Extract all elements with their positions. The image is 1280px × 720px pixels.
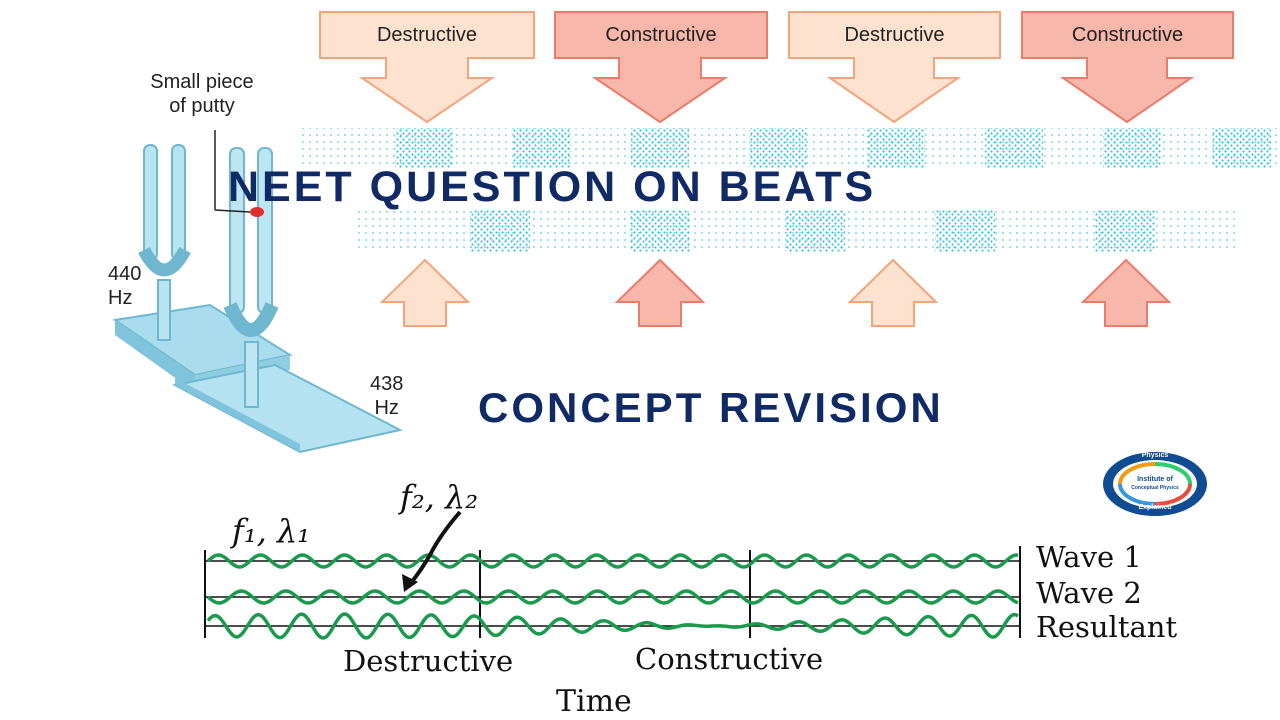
- wave-1-curve: [206, 553, 1019, 569]
- logo-emblem: [1103, 452, 1207, 516]
- logo-bottom-text: Explained: [1138, 504, 1172, 511]
- fork2-frequency: 438 Hz: [370, 372, 403, 420]
- resultant-label: Resultant: [1036, 610, 1178, 644]
- resultant-curve: [206, 612, 1019, 640]
- logo-top-text: Physics: [1141, 452, 1169, 459]
- compression-zone: [749, 128, 807, 168]
- putty-label: Small piece of putty: [132, 70, 272, 118]
- time-axis-label: Time: [556, 684, 632, 719]
- logo-center-line2: Conceptual Physics: [1131, 485, 1179, 491]
- fork1-freq-value: 440: [108, 263, 142, 285]
- institute-logo: Physics Institute of Conceptual Physics …: [1100, 450, 1210, 518]
- destructive-arrow: [788, 11, 1001, 124]
- logo-center-line1: Institute of: [1137, 476, 1173, 483]
- constructive-label: Constructive: [635, 642, 824, 676]
- compression-zone: [935, 210, 995, 252]
- compression-zone: [631, 128, 689, 168]
- f1-lambda1-label: f₁, λ₁: [232, 512, 311, 550]
- fork2-freq-unit: Hz: [374, 397, 399, 419]
- wave-2-curve: [206, 589, 1019, 605]
- destructive-label: Destructive: [343, 644, 514, 678]
- fork1-frequency: 440 Hz: [108, 262, 141, 310]
- wave-2-label: Wave 2: [1036, 576, 1142, 610]
- logo-center-text: Institute of Conceptual Physics: [1120, 476, 1190, 492]
- putty-blob: [250, 207, 264, 217]
- tuning-forks-illustration: [112, 130, 403, 454]
- headline-subtitle: CONCEPT REVISION: [478, 384, 944, 431]
- compression-zone: [1213, 128, 1271, 168]
- fork2-freq-value: 438: [370, 373, 404, 395]
- compression-zone: [1095, 210, 1155, 252]
- destructive-up-arrow: [379, 258, 471, 327]
- compression-zone: [1103, 128, 1161, 168]
- putty-label-line2: of putty: [169, 95, 235, 117]
- headline-title: NEET QUESTION ON BEATS: [228, 163, 877, 211]
- f2-lambda2-label: f₂, λ₂: [400, 478, 479, 516]
- arrow-label-3: Destructive: [844, 24, 945, 46]
- constructive-arrow: [1021, 11, 1234, 124]
- constructive-up-arrow: [1080, 258, 1172, 327]
- compression-zone: [785, 210, 845, 252]
- compression-zone: [867, 128, 925, 168]
- fork1-freq-unit: Hz: [108, 287, 133, 309]
- compression-zone: [985, 128, 1043, 168]
- wave-1-label: Wave 1: [1036, 540, 1142, 574]
- constructive-arrow: [554, 11, 768, 124]
- arrow-label-2: Constructive: [605, 24, 717, 46]
- destructive-arrow: [319, 11, 535, 124]
- arrow-label-4: Constructive: [1071, 24, 1184, 46]
- constructive-up-arrow: [614, 258, 706, 327]
- putty-label-line1: Small piece: [150, 71, 254, 93]
- compression-zone: [395, 128, 453, 168]
- destructive-up-arrow: [847, 258, 939, 327]
- arrow-label-1: Destructive: [376, 24, 478, 46]
- compression-zone: [470, 210, 530, 252]
- compression-zone: [513, 128, 571, 168]
- compression-zone: [630, 210, 690, 252]
- f2-pointer-arrow: [408, 510, 462, 586]
